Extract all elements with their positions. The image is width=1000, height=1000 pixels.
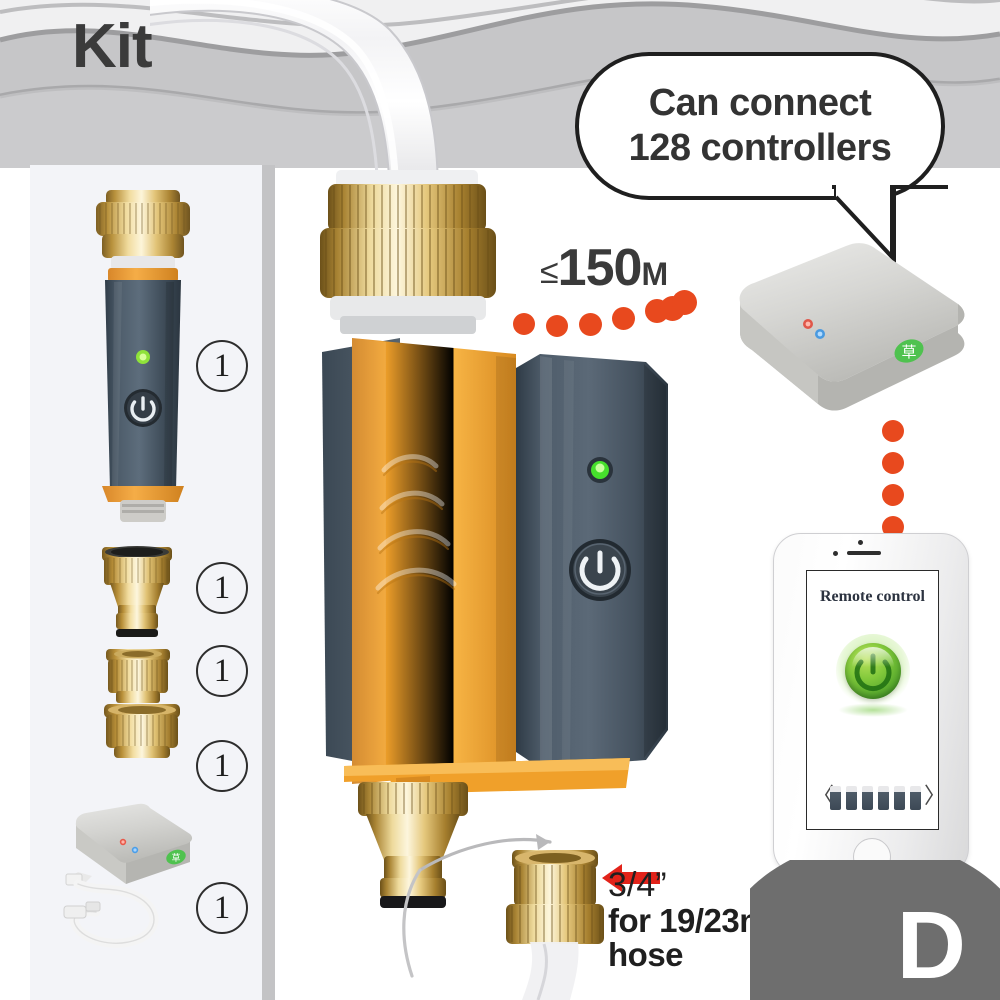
speech-bubble-tail — [832, 185, 948, 265]
power-button-gloss — [852, 647, 894, 667]
kit-item-qty-value: 1 — [213, 347, 231, 384]
speech-bubble-text: Can connect 128 controllers — [575, 52, 945, 200]
kit-item-qty-value: 1 — [213, 569, 231, 606]
kit-item-qty-value: 1 — [213, 652, 231, 689]
corner-badge-letter: D — [896, 892, 966, 999]
main-smart-water-timer — [320, 170, 668, 1000]
speech-bubble — [575, 52, 945, 200]
chevron-right-icon[interactable]: 〉 — [924, 783, 947, 808]
left-arrow-icon — [602, 864, 660, 892]
carousel-device-thumb[interactable] — [846, 786, 857, 810]
hose-note-line-2: hose — [608, 936, 684, 974]
phone-camera-icon — [833, 551, 838, 556]
phone-speaker-icon — [847, 551, 881, 555]
corner-badge: D — [750, 860, 1000, 1000]
carousel-device-thumb[interactable] — [862, 786, 873, 810]
signal-dot — [672, 290, 697, 315]
distance-value: 150 — [557, 239, 643, 297]
phone-app-title: Remote control — [820, 588, 925, 605]
kit-panel-edge — [262, 165, 275, 1000]
corner-badge-shape — [750, 860, 1000, 1000]
distance-operator: ≤ — [540, 253, 559, 291]
kit-item-qty-badge: 1 — [196, 562, 248, 614]
kit-item-qty-badge: 1 — [196, 645, 248, 697]
kit-item-quick-connector — [106, 649, 170, 703]
signal-dot — [579, 313, 602, 336]
link-dot — [882, 516, 904, 538]
kit-item-hose-coupler — [104, 704, 180, 758]
svg-text:草: 草 — [171, 852, 180, 863]
kit-item-qty-badge: 1 — [196, 882, 248, 934]
link-dot — [882, 452, 904, 474]
distance-unit: M — [641, 256, 668, 292]
hose-size-label: 3/4” — [608, 866, 667, 904]
kit-item-brass-adapter — [102, 546, 172, 637]
link-dot — [882, 420, 904, 442]
signal-dot — [513, 313, 535, 335]
device-carousel[interactable]: 〈 〉 — [812, 780, 946, 814]
distance-label: ≤150M — [540, 238, 668, 298]
kit-item-qty-badge: 1 — [196, 340, 248, 392]
gateway-hub-device: 草 — [739, 243, 965, 411]
carousel-device-thumb[interactable] — [878, 786, 889, 810]
carousel-device-thumb[interactable] — [910, 786, 921, 810]
signal-dot — [546, 315, 568, 337]
svg-text:草: 草 — [901, 344, 916, 361]
kit-item-qty-value: 1 — [213, 889, 231, 926]
kit-item-smart-valve — [96, 190, 190, 522]
carousel-device-thumb[interactable] — [894, 786, 905, 810]
carousel-device-thumb[interactable] — [830, 786, 841, 810]
phone-sensor-icon — [858, 540, 863, 545]
power-button-shadow — [838, 703, 908, 717]
chevron-left-icon[interactable]: 〈 — [812, 783, 835, 808]
kit-item-gateway-hub: 草 — [63, 803, 193, 948]
signal-dot — [612, 307, 635, 330]
kit-item-qty-value: 1 — [213, 747, 231, 784]
page-title: Kit — [72, 12, 153, 81]
link-dot — [882, 484, 904, 506]
bubble-line-2: 128 controllers — [628, 127, 892, 169]
bubble-line-1: Can connect — [648, 82, 872, 125]
kit-item-qty-badge: 1 — [196, 740, 248, 792]
